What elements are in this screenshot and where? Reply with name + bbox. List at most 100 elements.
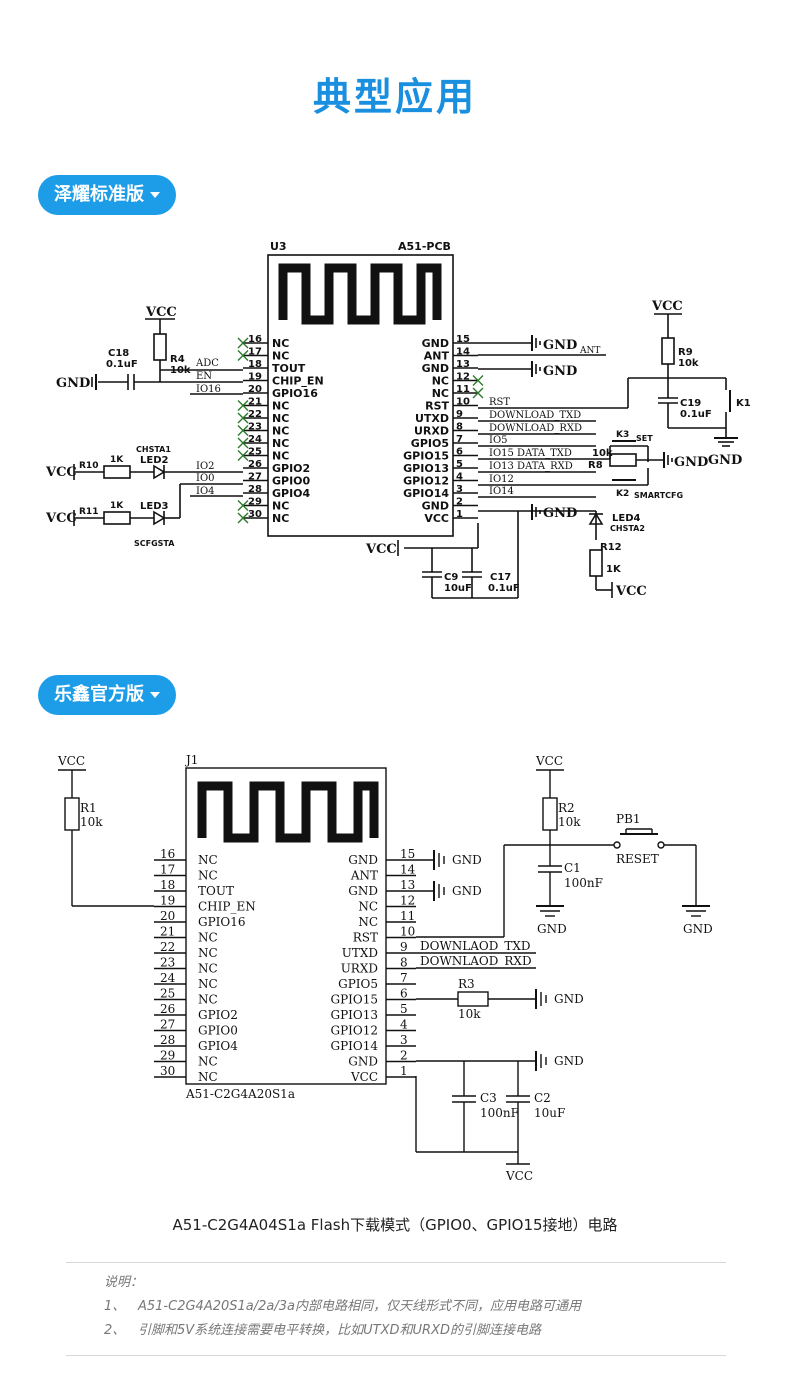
notes-heading: 说明： [104, 1275, 144, 1290]
pin-number: 9 [456, 409, 463, 420]
c19-value: 0.1uF [680, 409, 712, 420]
resistor-r8 [609, 453, 637, 467]
pin-name: URXD [414, 425, 449, 438]
module-u3-ref: U3 [270, 240, 287, 253]
section-tag-standard[interactable]: 泽耀标准版 [38, 175, 176, 215]
no-connect-icon [237, 450, 249, 461]
pin-name: GPIO16 [272, 387, 318, 400]
pin-name: TOUT [272, 362, 306, 375]
pin-number: 27 [248, 472, 262, 483]
c9-value: 10uF [444, 583, 472, 594]
pin-number: 8 [456, 422, 463, 433]
vcc-label: VCC [45, 465, 77, 480]
no-connect-icon [472, 387, 484, 399]
pin-number: 23 [248, 422, 262, 433]
led3-label: SCFGSTA [134, 539, 175, 548]
led2-icon [153, 464, 166, 480]
pin-name: NC [272, 512, 289, 525]
pin-number: 12 [456, 372, 470, 383]
note-index: 1、 [104, 1299, 126, 1314]
net-io13: IO13 DATA_RXD [489, 461, 573, 472]
note-item: 2、引脚和5V系统连接需要电平转换，比如UTXD和URXD的引脚连接电路 [104, 1319, 726, 1343]
pin-name: CHIP_EN [272, 375, 324, 388]
r11-value: 1K [110, 501, 124, 511]
c17-value: 0.1uF [488, 583, 520, 594]
net-rst: RST [489, 397, 510, 408]
vcc-label: VCC [145, 305, 177, 320]
pin-name: GND [422, 500, 449, 513]
pin-name: NC [272, 425, 289, 438]
no-connect-icon [237, 437, 249, 449]
net-dl-txd: DOWNLOAD_TXD [489, 410, 581, 421]
section-tag-label: 泽耀标准版 [54, 184, 144, 205]
section-tag-label: 乐鑫官方版 [54, 684, 144, 705]
resistor-r9 [661, 337, 675, 365]
caret-down-icon [150, 192, 160, 198]
r9-value: 10k [678, 358, 699, 369]
pin-name: VCC [424, 512, 449, 525]
gnd-label: GND [543, 506, 577, 521]
led2-ref: LED2 [140, 455, 169, 466]
led4-label: CHSTA2 [610, 524, 645, 533]
pin-name: GND [422, 362, 449, 375]
c19-ref: C19 [680, 398, 701, 409]
pin-name: UTXD [415, 412, 449, 425]
net-io2: IO2 [196, 461, 215, 472]
vcc-label: VCC [365, 542, 397, 557]
resistor-r10 [103, 465, 131, 479]
no-connect-icon [237, 500, 249, 511]
r10-value: 1K [110, 455, 124, 465]
pin-name: GPIO2 [272, 462, 310, 475]
net-io0: IO0 [196, 473, 215, 484]
no-connect-icon [472, 375, 484, 386]
pin-name: NC [272, 450, 289, 463]
c18-ref: C18 [108, 348, 129, 359]
section-tag-official[interactable]: 乐鑫官方版 [38, 675, 176, 715]
pin-number: 2 [456, 497, 463, 508]
s1-right-components: GND ANT GND RST DOWNLOAD_TXD DOWNLOAD_RX… [365, 299, 751, 599]
no-connect-icon [237, 400, 249, 411]
r8-ref: R8 [588, 460, 603, 471]
pin-name: GPIO14 [403, 487, 449, 500]
net-dl-rxd: DOWNLOAD_RXD [489, 423, 582, 434]
c18-value: 0.1uF [106, 359, 138, 370]
pin-name: GND [422, 337, 449, 350]
pin-name: NC [272, 400, 289, 413]
gnd-label: GND [674, 455, 708, 470]
resistor-r4 [153, 333, 167, 361]
r10-ref: R10 [79, 461, 98, 471]
r8-value: 10k [592, 448, 613, 459]
pin-number: 22 [248, 409, 262, 420]
led4-icon [588, 512, 604, 525]
pin-number: 11 [456, 384, 470, 395]
led3-icon [153, 510, 166, 526]
pin-name: NC [432, 375, 449, 388]
pin-number: 16 [248, 334, 262, 345]
gnd-label: GND [56, 376, 90, 391]
led2-label: CHSTA1 [136, 445, 171, 454]
pin-name: GPIO15 [403, 450, 449, 463]
net-en: EN [196, 371, 212, 382]
net-adc: ADC [195, 358, 219, 369]
resistor-r11 [103, 511, 131, 525]
pin-name: NC [272, 337, 289, 350]
figure-caption: A51-C2G4A04S1a Flash下载模式（GPIO0、GPIO15接地）… [172, 1216, 618, 1234]
resistor-r12 [589, 549, 603, 577]
pin-name: NC [272, 500, 289, 513]
note-text: 引脚和5V系统连接需要电平转换，比如UTXD和URXD的引脚连接电路 [138, 1323, 542, 1338]
vcc-label: VCC [615, 584, 647, 599]
pin-name: GPIO12 [403, 475, 449, 488]
pcb-antenna-icon [278, 263, 442, 325]
no-connect-icon [237, 350, 249, 361]
net-io14: IO14 [489, 486, 514, 497]
led4-ref: LED4 [612, 513, 641, 524]
net-io12: IO12 [489, 474, 514, 485]
note-index: 2、 [104, 1323, 126, 1338]
caret-down-icon [150, 692, 160, 698]
pin-name: RST [425, 400, 449, 413]
pin-number: 28 [248, 484, 262, 495]
s1-left-components: VCC R4 10k ADC EN IO16 C18 0.1uF GND VCC… [45, 305, 243, 548]
gnd-label: GND [543, 364, 577, 379]
r4-ref: R4 [170, 354, 185, 365]
